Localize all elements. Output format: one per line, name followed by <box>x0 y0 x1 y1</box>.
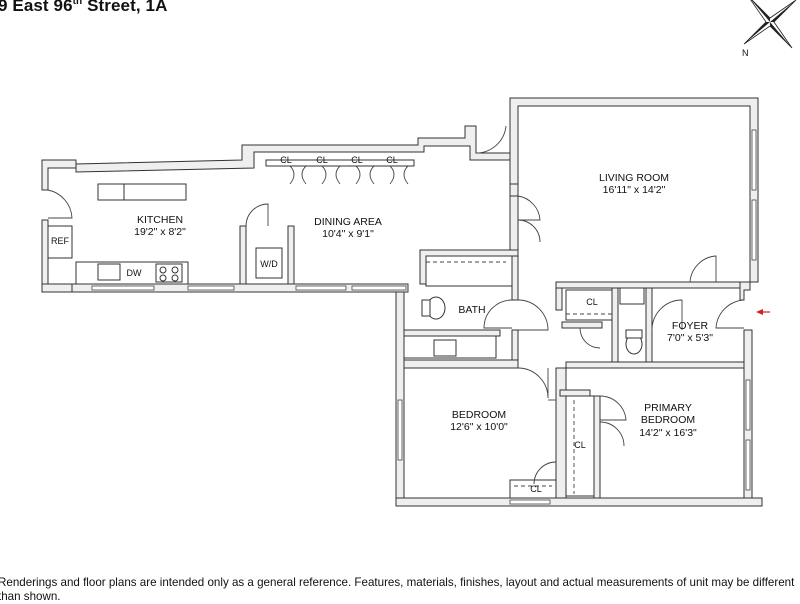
disclaimer-text: Renderings and floor plans are intended … <box>0 576 795 603</box>
wd-label: W/D <box>260 259 278 269</box>
doors <box>47 125 745 485</box>
title-superscript: th <box>72 0 83 7</box>
compass-north-label: N <box>742 48 749 58</box>
dining-dims: 10'4" x 9'1" <box>322 228 374 240</box>
closet-label: CL <box>574 440 586 450</box>
closet-label: CL <box>586 297 598 307</box>
living-room-dims: 16'11" x 14'2" <box>603 184 666 196</box>
windows <box>91 129 757 505</box>
bedroom-dims: 12'6" x 10'0" <box>450 421 508 433</box>
foyer-dims: 7'0" x 5'3" <box>667 332 713 344</box>
closet-label: CL <box>351 155 363 165</box>
kitchen-label: KITCHEN <box>137 214 183 226</box>
closet-label: CL <box>316 155 328 165</box>
primary-bedroom-label-1: PRIMARY <box>644 402 692 414</box>
bath-label: BATH <box>458 304 485 316</box>
ref-label: REF <box>51 236 70 246</box>
fixtures <box>47 159 645 499</box>
living-room-label: LIVING ROOM <box>599 172 669 184</box>
primary-bedroom-label-2: BEDROOM <box>641 414 695 426</box>
bedroom-label: BEDROOM <box>452 409 506 421</box>
closet-label: CL <box>386 155 398 165</box>
title-text: 9 East 96 <box>0 0 73 15</box>
foyer-label: FOYER <box>672 320 709 332</box>
primary-bedroom-dims: 14'2" x 16'3" <box>639 427 697 439</box>
compass-rose-icon <box>743 0 797 49</box>
closet-label: CL <box>280 155 292 165</box>
dining-label: DINING AREA <box>314 216 382 228</box>
closet-label: CL <box>530 484 542 494</box>
entry-arrow <box>756 309 770 315</box>
dw-label: DW <box>127 268 142 278</box>
plan-title: 9 East 96th Street, 1A <box>0 0 167 16</box>
fixture-labels: REF DW W/D CL CL CL CL CL CL CL <box>51 155 598 494</box>
title-text-end: Street, 1A <box>82 0 168 15</box>
kitchen-dims: 19'2" x 8'2" <box>134 226 186 238</box>
room-labels: KITCHEN 19'2" x 8'2" DINING AREA 10'4" x… <box>134 172 713 439</box>
